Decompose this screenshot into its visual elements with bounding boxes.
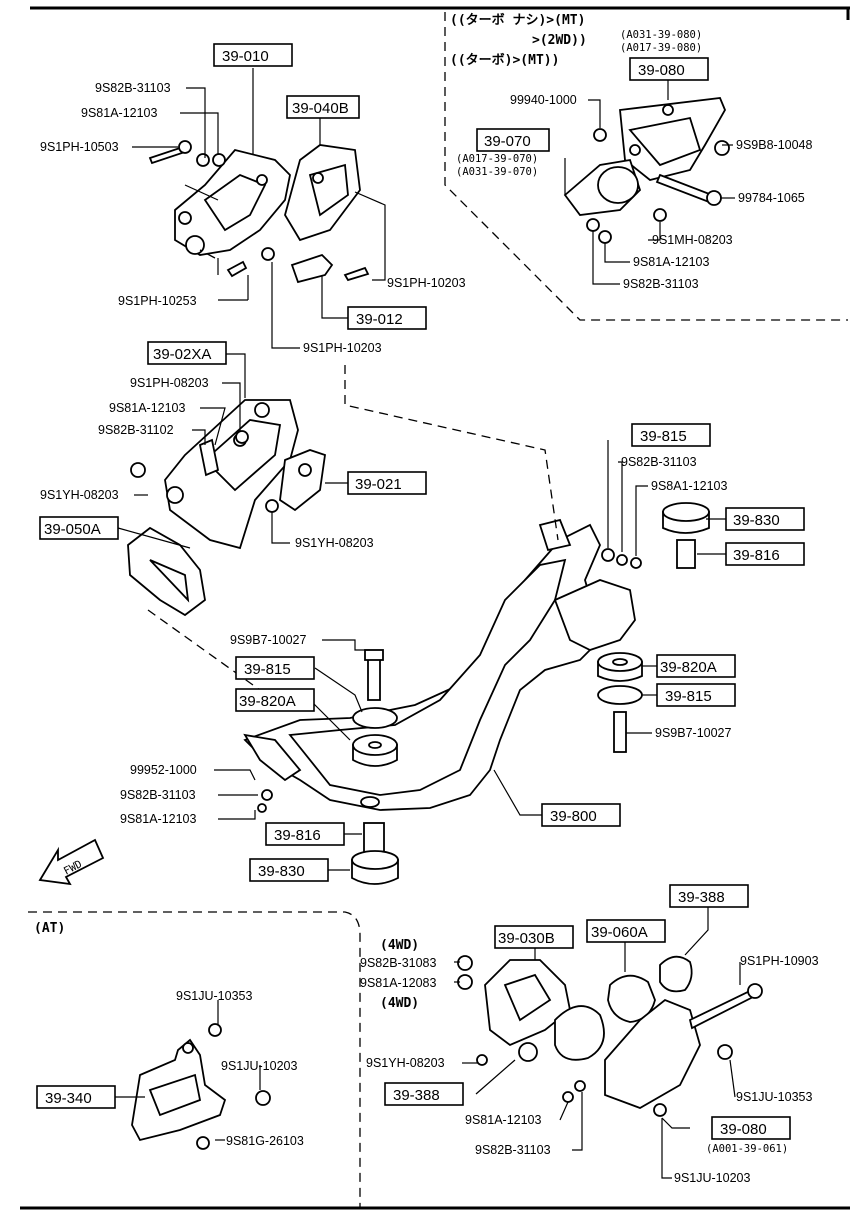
pn-9s81a-12083: 9S81A-12083 (360, 976, 437, 990)
note-serial-a017-39-080: (A017-39-080) (620, 42, 702, 54)
callout-39-815-c: 39-815 (665, 688, 712, 705)
pn-9s82b-31103-b: 9S82B-31103 (623, 277, 699, 291)
engine-mount-bracket-39-010 (174, 148, 291, 256)
pn-9s81a-12103-b: 9S81A-12103 (633, 255, 710, 269)
pn-9s82b-31103-d: 9S82B-31103 (120, 788, 196, 802)
pn-9s9b8-10048: 9S9B8-10048 (736, 138, 813, 152)
callout-39-340: 39-340 (45, 1090, 92, 1107)
callout-39-820a-right: 39-820A (660, 659, 717, 676)
pn-9s81a-12103-d: 9S81A-12103 (120, 812, 197, 826)
callout-39-010: 39-010 (222, 48, 269, 65)
callout-39-830-a: 39-830 (733, 512, 780, 529)
callout-39-820a-left: 39-820A (239, 693, 296, 710)
note-4wd-b: (4WD) (380, 996, 419, 1011)
pn-9s1ph-10203-b: 9S1PH-10203 (303, 341, 382, 355)
callout-39-070: 39-070 (484, 133, 531, 150)
pn-9s9b7-10027-b: 9S9B7-10027 (655, 726, 732, 740)
callout-39-388-b: 39-388 (393, 1087, 440, 1104)
callout-39-02xa: 39-02XA (153, 346, 211, 363)
callout-39-060a: 39-060A (591, 924, 648, 941)
pn-9s1yh-08203-a: 9S1YH-08203 (40, 488, 119, 502)
pn-9s1ph-10503: 9S1PH-10503 (40, 140, 119, 154)
pn-9s81a-12103-c: 9S81A-12103 (109, 401, 186, 415)
pn-9s82b-31103-e: 9S82B-31103 (475, 1143, 551, 1157)
note-turbo-mt: ((ターボ)>(MT)) (450, 52, 559, 68)
pn-99952-1000: 99952-1000 (130, 763, 197, 777)
note-turbo-none-mt: ((ターボ ナシ)>(MT) (450, 12, 585, 28)
callout-39-388-a: 39-388 (678, 889, 725, 906)
pn-9s1ju-10353-b: 9S1JU-10353 (736, 1090, 812, 1104)
callout-39-080-top: 39-080 (638, 62, 685, 79)
turbo-region-outline (444, 12, 848, 321)
pn-9s81g-26103: 9S81G-26103 (226, 1134, 304, 1148)
callout-39-050a: 39-050A (44, 521, 101, 538)
part-number-labels: 9S82B-31103 9S81A-12103 9S1PH-10503 9S1P… (40, 81, 819, 1185)
note-serial-a031-39-080: (A031-39-080) (620, 29, 702, 41)
pn-9s8a1-12103: 9S8A1-12103 (651, 479, 728, 493)
damper-39-012 (290, 253, 334, 284)
condition-notes: ((ターボ ナシ)>(MT) >(2WD)) ((ターボ)>(MT)) (A03… (34, 12, 788, 1155)
at-region-outline (28, 911, 361, 1208)
callout-39-012: 39-012 (356, 311, 403, 328)
callout-39-815-b: 39-815 (244, 661, 291, 678)
note-at: (AT) (34, 921, 65, 936)
pn-9s1yh-08203-b: 9S1YH-08203 (295, 536, 374, 550)
mount-39-340 (131, 1023, 271, 1150)
pn-9s82b-31083: 9S82B-31083 (360, 956, 437, 970)
pn-9s1ph-10903: 9S1PH-10903 (740, 954, 819, 968)
pn-9s81a-12103-a: 9S81A-12103 (81, 106, 158, 120)
mount-stack-right (597, 502, 710, 753)
connector-dash-2 (147, 609, 261, 691)
pn-9s1ju-10203-a: 9S1JU-10203 (221, 1059, 297, 1073)
bolt-group-02xa (130, 430, 279, 513)
mount-group-4wd (457, 955, 763, 1117)
callout-boxes: 39-010 39-040B 39-012 39-080 39-070 39-0… (36, 43, 805, 1140)
pn-9s82b-31103-a: 9S82B-31103 (95, 81, 171, 95)
mount-bracket-39-040b (284, 144, 361, 242)
connector-dash-3 (199, 249, 216, 259)
pn-9s82b-31102: 9S82B-31102 (98, 423, 174, 437)
note-serial-a031-39-070: (A031-39-070) (456, 166, 538, 178)
bolt-group-top-left (148, 140, 370, 282)
pn-9s1ph-08203: 9S1PH-08203 (130, 376, 209, 390)
connector-dash-1 (344, 365, 559, 541)
callout-39-030b: 39-030B (498, 930, 555, 947)
callout-39-830-b: 39-830 (258, 863, 305, 880)
pn-99784-1065: 99784-1065 (738, 191, 805, 205)
callout-39-021: 39-021 (355, 476, 402, 493)
pn-9s9b7-10027-a: 9S9B7-10027 (230, 633, 307, 647)
callout-39-800: 39-800 (550, 808, 597, 825)
pn-9s1ph-10203-a: 9S1PH-10203 (387, 276, 466, 290)
mount-stack-left (352, 649, 398, 767)
pn-9s1ju-10353-a: 9S1JU-10353 (176, 989, 252, 1003)
callout-39-815-a: 39-815 (640, 428, 687, 445)
pn-9s82b-31103-c: 9S82B-31103 (621, 455, 697, 469)
pn-9s81a-12103-e: 9S81A-12103 (465, 1113, 542, 1127)
note-serial-a017-39-070: (A017-39-070) (456, 153, 538, 165)
pn-9s1ph-10253: 9S1PH-10253 (118, 294, 197, 308)
forward-arrow-icon (38, 838, 105, 886)
pn-9s1ju-10203-b: 9S1JU-10203 (674, 1171, 750, 1185)
note-4wd-a: (4WD) (380, 938, 419, 953)
bracket-39-080-turbo (619, 97, 727, 181)
pn-9s1mh-08203: 9S1MH-08203 (652, 233, 733, 247)
insulator-39-050a (127, 526, 206, 617)
pn-99940-1000: 99940-1000 (510, 93, 577, 107)
small-bracket-99952 (243, 733, 302, 813)
mount-39-070 (563, 128, 642, 216)
callout-39-080-bottom: 39-080 (720, 1121, 767, 1138)
crossmember-39-800 (243, 518, 636, 811)
note-2wd: >(2WD)) (532, 33, 587, 48)
bracket-39-021 (279, 449, 326, 512)
leader-lines (115, 68, 741, 1179)
note-serial-a001-39-061: (A001-39-061) (706, 1143, 788, 1155)
callout-39-040b: 39-040B (292, 100, 349, 117)
bracket-39-02xa (164, 399, 299, 550)
callout-39-816-b: 39-816 (274, 827, 321, 844)
mount-stack-bottom (351, 822, 399, 885)
callout-39-816-a: 39-816 (733, 547, 780, 564)
pn-9s1yh-08203-c: 9S1YH-08203 (366, 1056, 445, 1070)
